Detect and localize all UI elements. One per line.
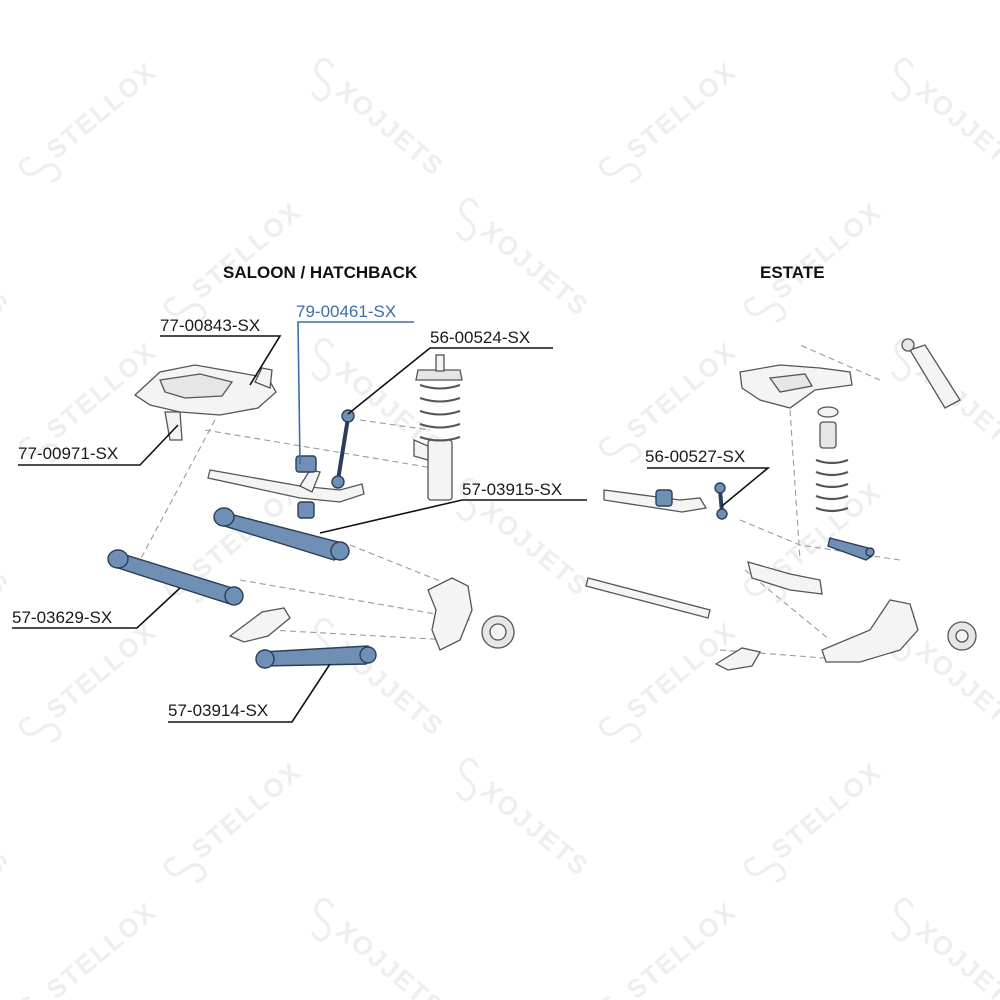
- trailing-arm: [255, 645, 377, 669]
- watermark-mark: XOJJETS: [310, 617, 450, 742]
- guide-line: [239, 579, 471, 621]
- estate-trailing-blade: [585, 577, 711, 619]
- knuckle-hub: [427, 577, 515, 651]
- watermark-mark: STELLOX: [18, 896, 163, 1000]
- watermark-mark: XOJJETS: [455, 757, 596, 882]
- watermark-text: XOJJETS: [476, 775, 596, 882]
- subframe: [133, 364, 277, 441]
- label-56-00527: 56-00527-SX: [645, 447, 745, 466]
- guide-line: [789, 409, 801, 561]
- watermark-mark: STELLOX: [163, 756, 308, 884]
- watermark-mark: XOJJETS: [0, 215, 15, 322]
- estate-lower-arm: [747, 561, 823, 595]
- upper-control-arm: [213, 507, 350, 561]
- guide-line: [204, 429, 446, 471]
- watermark-text: STELLOX: [766, 196, 888, 305]
- watermark-text: XOJJETS: [476, 215, 596, 322]
- guide-line: [139, 419, 216, 561]
- stabilizer-bush: [295, 455, 317, 473]
- watermark-text: STELLOX: [766, 756, 888, 865]
- watermark-text: XOJJETS: [0, 775, 15, 882]
- watermark-mark: XOJJETS: [890, 897, 1000, 1000]
- leader-57-03629: [12, 587, 181, 629]
- watermark-mark: XOJJETS: [455, 197, 596, 322]
- shock-strut: [413, 354, 463, 501]
- label-77-00971: 77-00971-SX: [18, 444, 118, 463]
- watermark-text: XOJJETS: [0, 495, 15, 602]
- guide-line: [744, 569, 831, 641]
- watermark-mark: STELLOX: [18, 56, 163, 184]
- watermark-text: XOJJETS: [911, 75, 1000, 182]
- stabilizer-bar: [207, 469, 365, 503]
- bracket-plate: [228, 607, 291, 643]
- guide-line: [349, 544, 451, 586]
- estate-spring: [815, 406, 849, 513]
- estate-mount: [739, 364, 853, 409]
- label-57-03915: 57-03915-SX: [462, 480, 562, 499]
- label-57-03914: 57-03914-SX: [168, 701, 268, 720]
- watermark-text: XOJJETS: [911, 915, 1000, 1000]
- watermark-mark: XOJJETS: [890, 337, 1000, 462]
- label-77-00843: 77-00843-SX: [160, 316, 260, 335]
- leader-56-00527: [647, 467, 771, 507]
- saloon-diagram: [107, 354, 515, 669]
- leader-77-00971: [18, 424, 179, 466]
- watermark-mark: XOJJETS: [310, 897, 451, 1000]
- watermark-mark: STELLOX: [743, 756, 888, 884]
- label-56-00524: 56-00524-SX: [430, 328, 530, 347]
- watermark-mark: XOJJETS: [310, 57, 451, 182]
- leader-77-00843: [160, 335, 282, 386]
- watermark-text: XOJJETS: [0, 215, 15, 322]
- estate-stabilizer-link: [714, 482, 728, 520]
- label-57-03629: 57-03629-SX: [12, 608, 112, 627]
- guide-line: [799, 344, 881, 381]
- leader-56-00524: [347, 347, 553, 415]
- watermark-mark: STELLOX: [598, 616, 743, 744]
- watermark-mark: XOJJETS: [890, 57, 1000, 182]
- estate-bracket: [714, 647, 762, 671]
- estate-shock: [901, 338, 961, 409]
- leader-57-03914: [168, 663, 331, 723]
- watermark-text: STELLOX: [766, 476, 888, 585]
- estate-stabilizer-bar: [603, 489, 708, 513]
- leader-57-03915: [319, 499, 587, 534]
- estate-toe-link: [827, 537, 875, 561]
- estate-title: ESTATE: [760, 263, 825, 282]
- stabilizer-link: [331, 409, 355, 489]
- watermark-text: STELLOX: [186, 196, 308, 305]
- stabilizer-bush-lower: [297, 501, 315, 519]
- leader-79-00461: [297, 321, 414, 465]
- label-79-00461: 79-00461-SX: [296, 302, 396, 321]
- watermark-text: STELLOX: [621, 896, 743, 1000]
- guide-line: [359, 419, 431, 431]
- leader-lines: [12, 321, 771, 723]
- watermark-mark: STELLOX: [598, 896, 743, 1000]
- guide-line: [269, 629, 451, 641]
- watermark-text: XOJJETS: [331, 75, 451, 182]
- watermark-text: XOJJETS: [331, 915, 451, 1000]
- watermark-mark: XOJJETS: [0, 495, 15, 602]
- saloon-title: SALOON / HATCHBACK: [223, 263, 418, 282]
- watermark-text: STELLOX: [41, 616, 163, 725]
- watermark-text: STELLOX: [41, 896, 163, 1000]
- estate-knuckle-hub: [821, 599, 977, 663]
- watermark-text: STELLOX: [621, 336, 743, 445]
- watermark-text: XOJJETS: [911, 635, 1000, 742]
- watermark-mark: STELLOX: [598, 56, 743, 184]
- watermark-mark: XOJJETS: [0, 775, 15, 882]
- estate-diagram: [585, 338, 977, 671]
- watermark-mark: STELLOX: [18, 616, 163, 744]
- watermark-text: STELLOX: [621, 56, 743, 165]
- watermark-text: XOJJETS: [476, 495, 596, 602]
- watermark-text: STELLOX: [41, 56, 163, 165]
- lower-control-arm: [107, 549, 244, 606]
- watermark-text: STELLOX: [621, 616, 743, 725]
- watermark-text: STELLOX: [186, 756, 308, 865]
